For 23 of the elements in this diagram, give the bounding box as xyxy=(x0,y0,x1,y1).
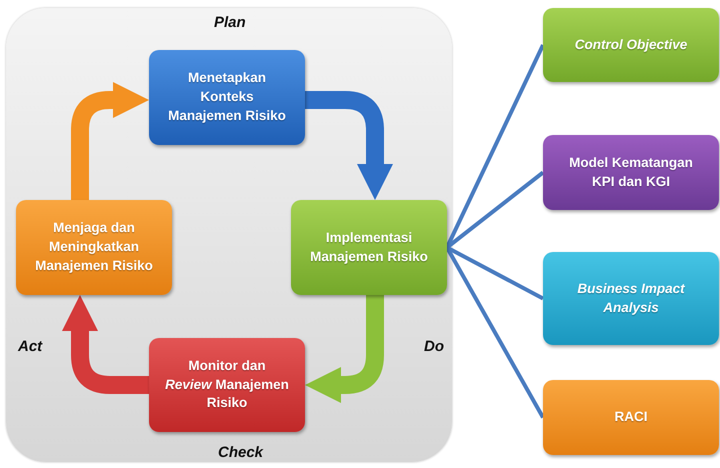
phase-label: Do xyxy=(424,338,444,355)
box-label: Model Kematangan KPI dan KGI xyxy=(568,154,694,190)
process-box xyxy=(16,200,172,295)
process-box xyxy=(291,200,447,295)
cycle-arrow xyxy=(71,82,149,200)
box-label: Menjaga dan Meningkatkan Manajemen Risiko xyxy=(34,219,154,275)
phase-label: Act xyxy=(18,338,42,355)
box-label: Implementasi Manajemen Risiko xyxy=(309,228,429,266)
cycle-panel xyxy=(6,8,452,462)
phase-label: Check xyxy=(218,444,264,461)
box-label: Business Impact Analysis xyxy=(576,280,686,317)
process-box xyxy=(543,135,719,210)
process-box xyxy=(149,50,305,145)
process-box xyxy=(543,8,719,82)
process-box xyxy=(543,380,719,455)
cycle-arrow xyxy=(305,295,384,403)
box-label: Menetapkan Konteks Manajemen Risiko xyxy=(167,69,287,125)
process-box xyxy=(543,252,719,345)
box-label: Monitor dan Review Manajemen Risiko xyxy=(165,356,289,412)
process-box xyxy=(149,338,305,432)
phase-label: Plan xyxy=(214,14,246,31)
box-label: RACI xyxy=(614,408,648,426)
box-label: Control Objective xyxy=(574,36,688,54)
